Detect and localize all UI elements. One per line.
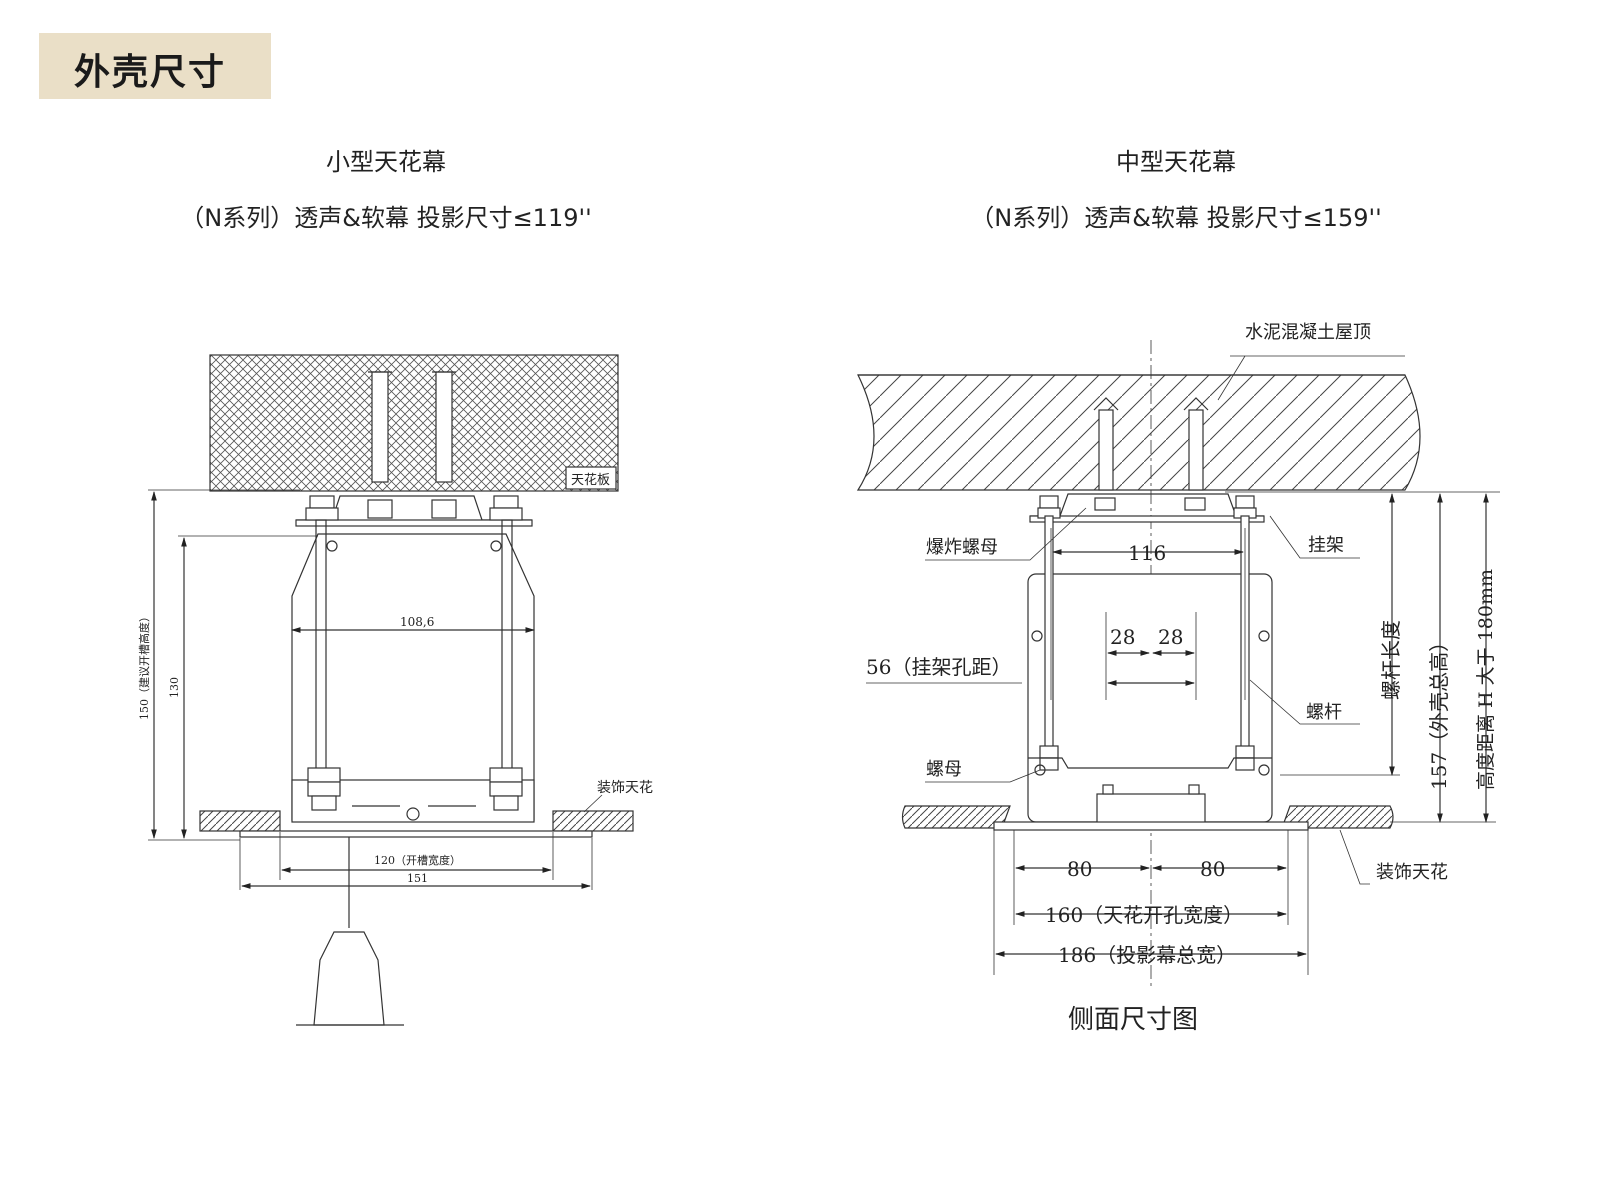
right-diagram <box>856 340 1500 990</box>
label-ceiling-board: 天花板 <box>571 472 610 488</box>
dim-56: 56（挂架孔距） <box>866 655 1011 679</box>
label-expansion-nut: 爆炸螺母 <box>926 537 998 558</box>
dim-157: 157（外壳总高） <box>1427 632 1451 790</box>
dim-total-width: 151 <box>407 872 428 885</box>
label-deco-ceiling-right: 装饰天花 <box>1376 862 1448 883</box>
label-concrete-roof: 水泥混凝土屋顶 <box>1245 322 1371 343</box>
dim-28-right: 28 <box>1158 625 1183 649</box>
dim-28-left: 28 <box>1110 625 1135 649</box>
dim-inner-width: 108,6 <box>400 615 434 629</box>
dim-H: 高度距离 H 大于 180mm <box>1475 569 1497 790</box>
section-title: 外壳尺寸 <box>74 52 227 93</box>
label-nut: 螺母 <box>926 759 962 780</box>
dim-186: 186（投影幕总宽） <box>1058 943 1236 967</box>
label-rod-length: 螺杆长度 <box>1379 620 1403 700</box>
dim-80-right: 80 <box>1200 857 1225 881</box>
right-subtitle: （N系列）透声&软幕 投影尺寸≤159'' <box>970 204 1382 232</box>
section-tag: 外壳尺寸 <box>39 33 271 99</box>
left-diagram <box>148 354 634 1026</box>
dim-80-left: 80 <box>1067 857 1092 881</box>
dim-160: 160（天花开孔宽度） <box>1045 903 1243 927</box>
dim-116: 116 <box>1128 541 1166 565</box>
label-rod: 螺杆 <box>1306 702 1342 723</box>
left-subtitle: （N系列）透声&软幕 投影尺寸≤119'' <box>180 204 592 232</box>
caption-side-view: 侧面尺寸图 <box>1068 1005 1198 1035</box>
label-deco-ceiling-left: 装饰天花 <box>597 780 653 796</box>
right-title: 中型天花幕 <box>1116 148 1236 176</box>
concrete-roof <box>856 374 1421 491</box>
dim-height-130: 130 <box>168 677 181 698</box>
dim-height-150: 150（建议开槽高度） <box>137 611 151 720</box>
label-hanger: 挂架 <box>1308 535 1344 556</box>
dim-slot-width: 120（开槽宽度） <box>374 853 461 867</box>
ceiling-block <box>209 354 619 492</box>
left-title: 小型天花幕 <box>326 148 446 176</box>
deco-ceiling-left <box>199 810 281 832</box>
